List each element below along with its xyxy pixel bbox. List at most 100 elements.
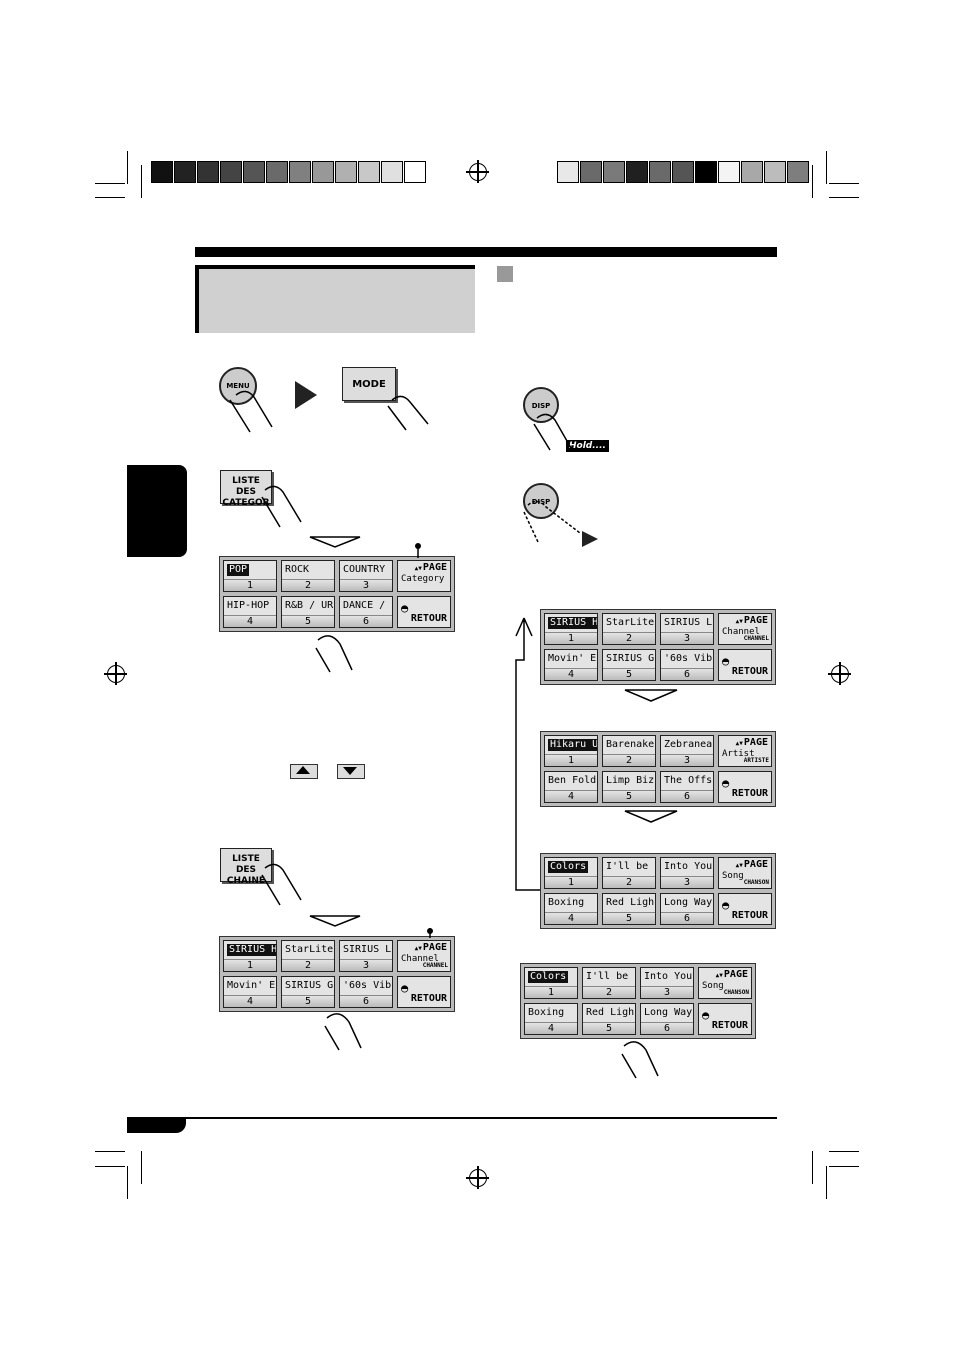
preset-key-6[interactable]: '60s Vib 6 (660, 649, 714, 681)
arrow-right-icon (295, 381, 317, 409)
retour-label: RETOUR (731, 788, 768, 799)
mode-button[interactable]: MODE (342, 367, 396, 401)
down-triangle-icon (343, 767, 357, 775)
preset-number: 4 (224, 615, 276, 627)
retour-key[interactable]: ◓RETOUR (718, 893, 772, 925)
preset-label: DANCE / (343, 600, 386, 611)
finger-icon-panel3 (621, 1041, 659, 1079)
down-arrow-icon-1 (309, 536, 361, 548)
retour-key[interactable]: ◓RETOUR (397, 976, 451, 1008)
liste-categories-label-2: CATEGOR (222, 498, 270, 508)
preset-label: '60s Vib (664, 653, 713, 664)
preset-number: 5 (603, 668, 655, 680)
preset-key-6[interactable]: DANCE /6 (339, 596, 393, 628)
up-triangle-icon (296, 766, 310, 774)
page-sub-label: Song (722, 871, 744, 881)
preset-number: 1 (545, 754, 597, 766)
down-arrow-icon-4 (624, 810, 678, 823)
preset-number: 2 (282, 959, 334, 971)
color-swatch (787, 161, 809, 183)
arrow-right-icon-small (582, 531, 598, 547)
color-swatch (718, 161, 740, 183)
retour-label: RETOUR (711, 1020, 748, 1031)
preset-number: 3 (641, 986, 693, 998)
preset-number: 4 (525, 1022, 577, 1034)
section-title-box (195, 265, 475, 333)
preset-key-1[interactable]: Hikaru U 1 (544, 735, 598, 767)
page-sub-label: Artist (722, 749, 755, 759)
disp-button-hold[interactable]: DISP (523, 387, 559, 423)
preset-label: Hikaru U (548, 739, 597, 751)
preset-number: 6 (661, 668, 713, 680)
knob-icon: ◓ (401, 601, 409, 615)
retour-key[interactable]: ◓RETOUR (397, 596, 451, 628)
preset-number: 3 (661, 632, 713, 644)
retour-label: RETOUR (410, 613, 447, 624)
page-sub-label: Song (702, 981, 724, 991)
preset-label: SIRIUS G (285, 980, 334, 991)
disp-button-press[interactable]: DISP (523, 483, 559, 519)
page-sub-label-fr: CHANNEL (743, 635, 769, 642)
registration-mark-bottom (466, 1166, 489, 1189)
preset-number: 5 (282, 995, 334, 1007)
retour-key[interactable]: ◓RETOUR (718, 771, 772, 803)
knob-icon: ◓ (722, 898, 730, 912)
preset-label: Movin' E (227, 980, 276, 991)
preset-number: 1 (224, 579, 276, 591)
preset-number: 6 (340, 995, 392, 1007)
color-swatch (741, 161, 763, 183)
retour-key[interactable]: ◓RETOUR (718, 649, 772, 681)
color-swatch (764, 161, 786, 183)
retour-key[interactable]: ◓RETOUR (698, 1003, 752, 1035)
finger-icon-mode (387, 395, 429, 431)
preset-key-5[interactable]: SIRIUS G 5 (281, 976, 335, 1008)
menu-button[interactable]: MENU (219, 367, 257, 405)
down-arrow-icon-3 (624, 689, 678, 702)
preset-label: Zebranea (664, 739, 713, 750)
preset-number: 3 (661, 876, 713, 888)
registration-mark-right (828, 662, 851, 685)
